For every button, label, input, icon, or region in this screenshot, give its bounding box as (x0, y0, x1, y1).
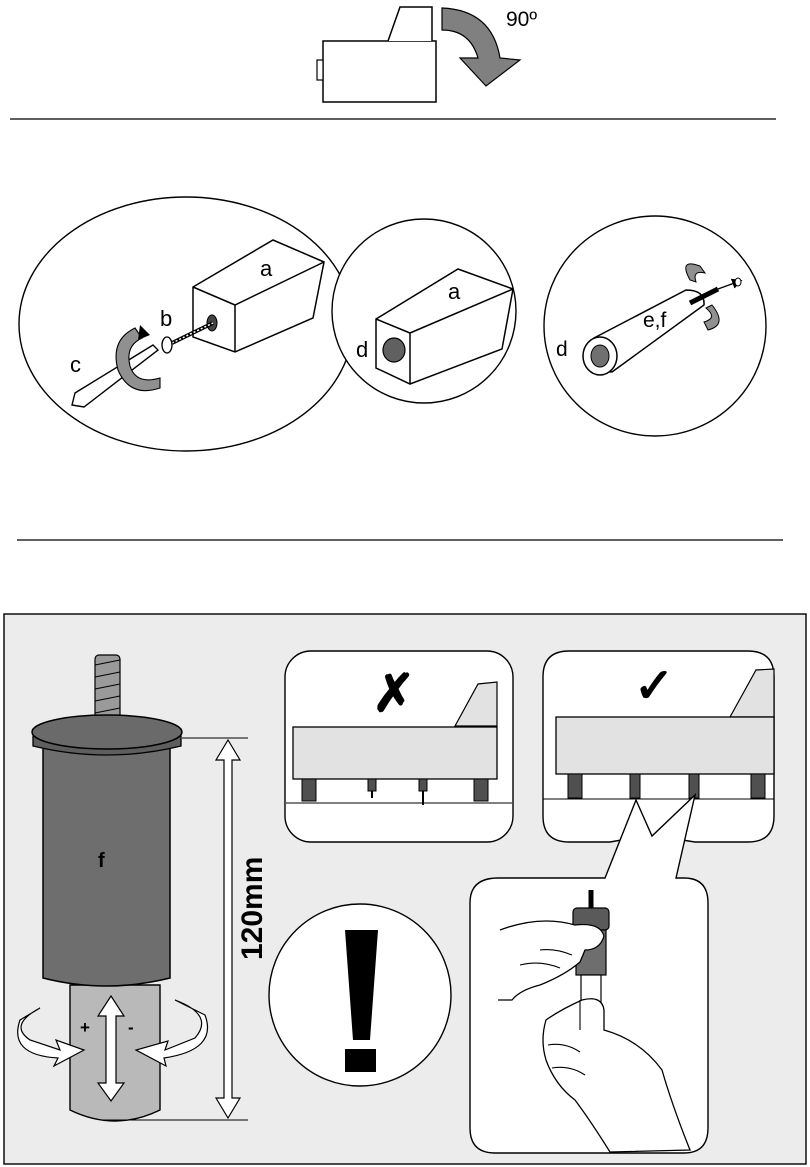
threaded-stud-icon (688, 286, 720, 306)
rotate-arrow-circle1-icon (115, 325, 161, 392)
sofa-body-outline (322, 40, 437, 103)
adjustable-leg-f (31, 654, 183, 1122)
step2-illustrations: a b c a d e,f d (18, 196, 767, 452)
warning-circle (268, 903, 452, 1087)
label-c: c (70, 352, 81, 377)
right-mark-icon: ✓ (634, 660, 674, 713)
label-b: b (160, 306, 172, 331)
leg-cylinder-e-f (582, 289, 705, 376)
label-plus: + (80, 1018, 90, 1037)
height-dimension (100, 737, 248, 1121)
foot-block-a (192, 239, 325, 353)
label-d-circle2: d (356, 337, 368, 362)
wrong-install-box (284, 650, 514, 843)
height-label: 120mm (236, 857, 269, 960)
rotation-arrow-icon (441, 7, 522, 87)
rotate-left-arrow-icon (17, 1007, 86, 1068)
label-leg-f: f (98, 850, 105, 872)
hex-key-c-icon (71, 344, 160, 408)
hole-target-icon (734, 277, 742, 287)
sofa-backrest-outline (387, 6, 433, 42)
sofa-side-tab (316, 59, 324, 81)
label-a-circle1: a (260, 256, 273, 281)
warning-label: ! (0, 0, 1, 1)
detail-circle-remove-bolt (18, 196, 354, 452)
rotate-right-arrow-icon (134, 999, 209, 1068)
rotation-label: 90º (506, 8, 537, 31)
label-e-f: e,f (643, 309, 667, 332)
correct-install-box (542, 650, 775, 843)
label-d-circle3: d (556, 338, 568, 361)
wrong-mark-icon: ✗ (372, 665, 416, 723)
foot-block-a-hole (375, 268, 514, 385)
lower-hand-icon (542, 998, 691, 1153)
hand-adjust-callout (469, 792, 709, 1154)
label-minus: - (128, 1018, 134, 1037)
step1-rotate-illustration: 90º (316, 6, 537, 103)
rotate-arrow-circle3-icon (685, 263, 720, 331)
up-down-arrow-icon (96, 994, 126, 1103)
upper-hand-icon (498, 920, 605, 1001)
bolt-b-icon (161, 321, 214, 354)
label-a-circle2: a (448, 279, 461, 304)
